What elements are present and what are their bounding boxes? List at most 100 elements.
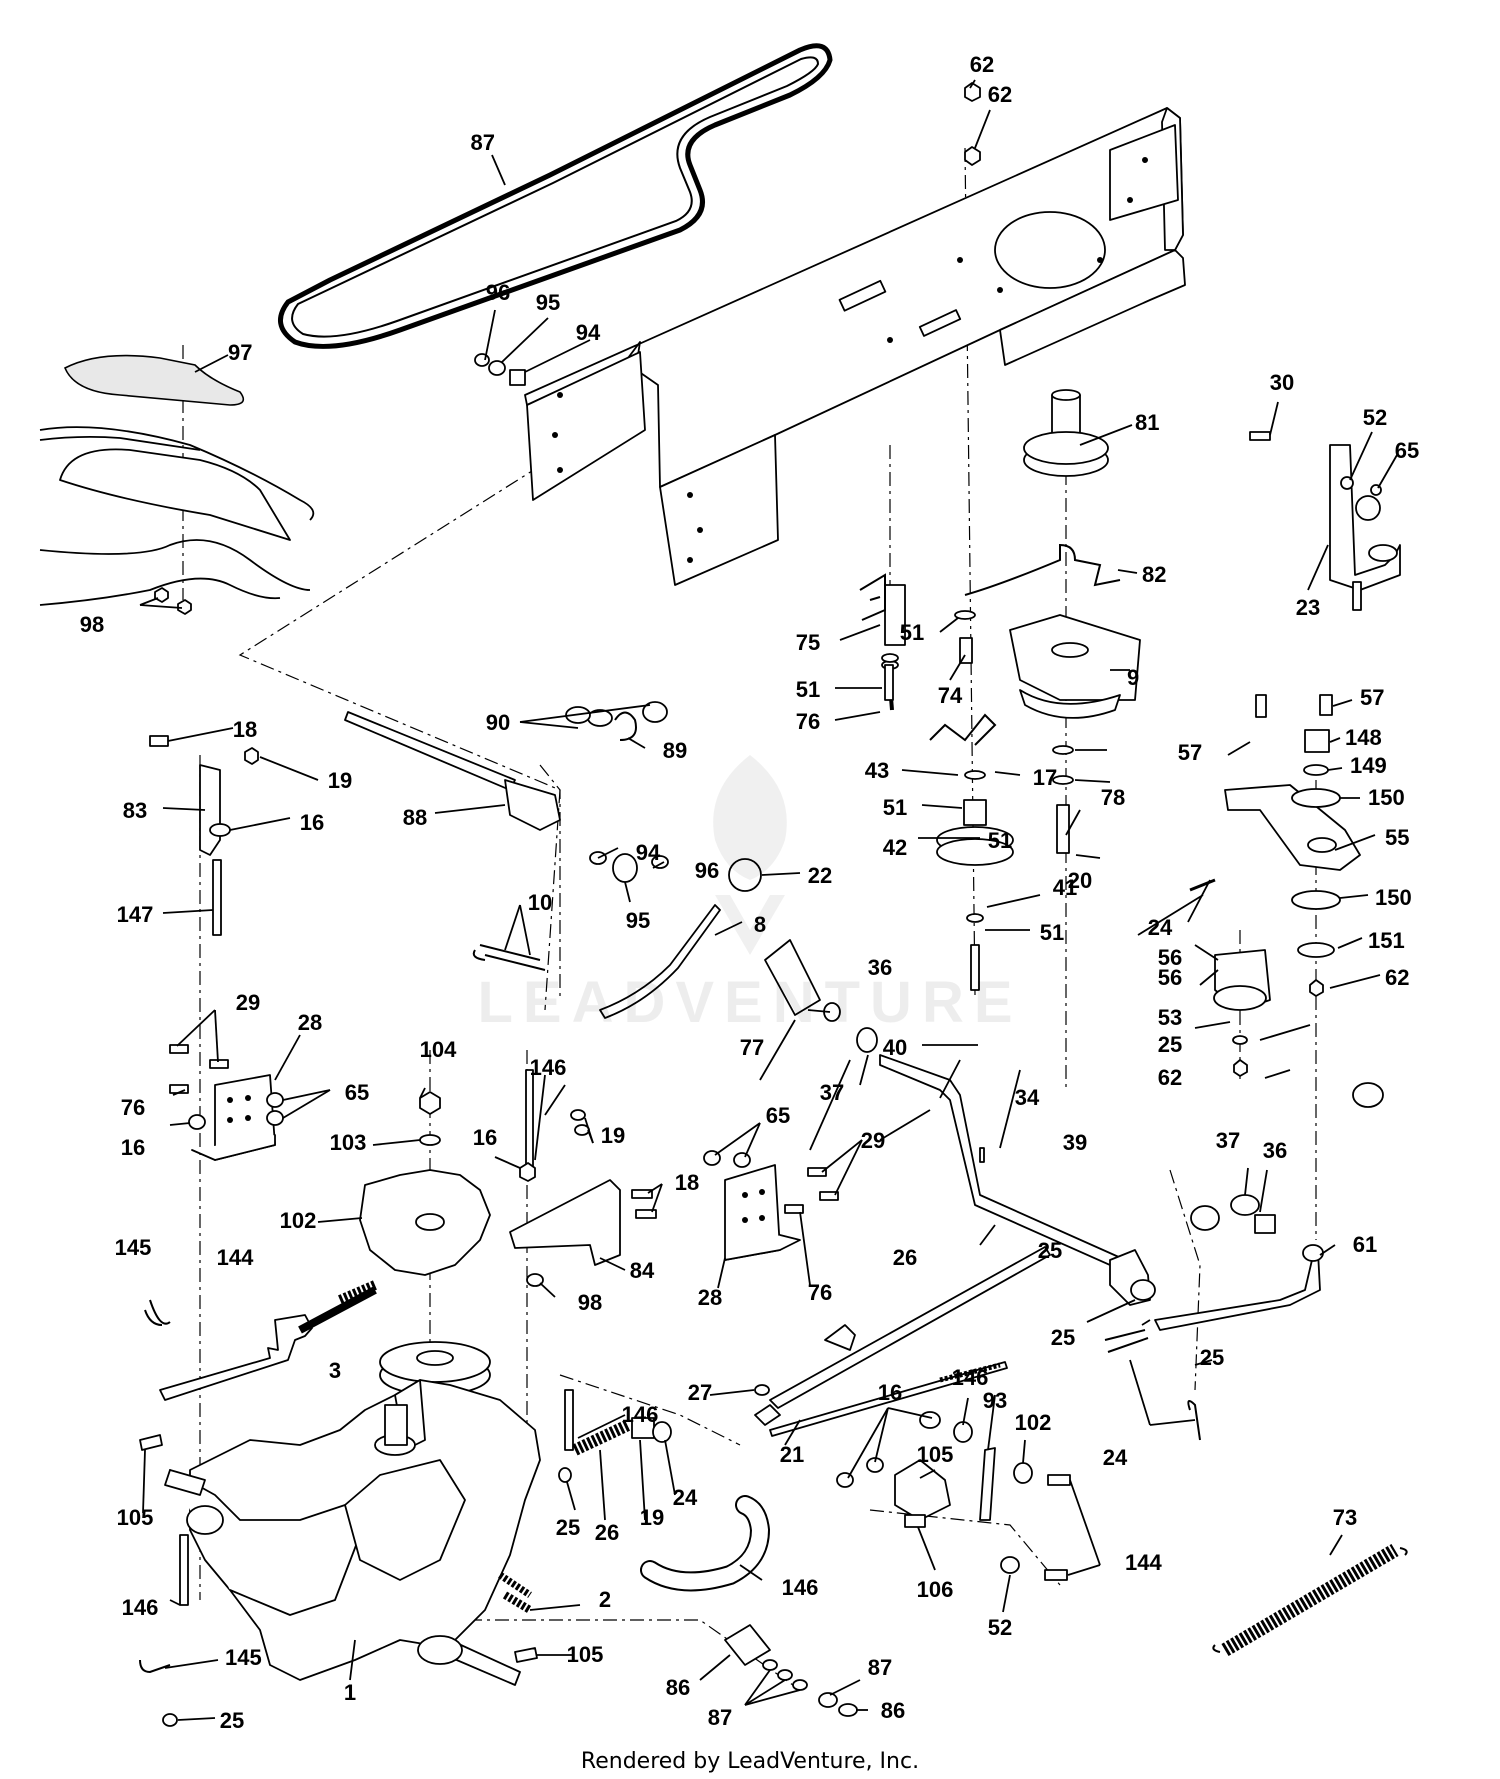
callout-96-top: 145	[115, 1235, 152, 1260]
callout-86-top: 94	[576, 320, 601, 345]
callout-19-left: 19	[328, 768, 352, 793]
callout-106: 144	[1125, 1550, 1162, 1575]
bracket-30-left	[169, 1044, 284, 1161]
callout-43-bottom: 52	[988, 1615, 1012, 1640]
callout-148: 148	[1345, 725, 1382, 750]
callout-20: 20	[1068, 868, 1092, 893]
callout-33: 30	[1270, 370, 1294, 395]
callout-59: 75	[796, 630, 820, 655]
callout-150-a: 150	[1368, 785, 1405, 810]
callout-82: 89	[663, 738, 687, 763]
callout-77-left: 105	[117, 1505, 154, 1530]
callout-61-top: 76	[796, 709, 820, 734]
callout-147: 147	[117, 902, 154, 927]
callout-35-right: 36	[1263, 1138, 1287, 1163]
callout-52-top: 65	[1395, 438, 1419, 463]
leadventure-watermark: LEADVENTURE	[477, 755, 1022, 1035]
callout-32-right: 29	[861, 1128, 885, 1153]
callout-leaders	[139, 79, 1398, 1721]
callout-42-d: 51	[1040, 920, 1064, 945]
callout-75: 87	[708, 1705, 732, 1730]
callout-1: 1	[344, 1680, 356, 1705]
callout-103: 104	[420, 1037, 457, 1062]
callout-98: 98	[578, 1290, 602, 1315]
callout-42-a: 51	[900, 620, 924, 645]
callout-104: 105	[917, 1442, 954, 1467]
watermark-text: LEADVENTURE	[477, 970, 1022, 1035]
callout-50-left: 57	[1178, 740, 1202, 765]
callout-78: 87	[868, 1655, 892, 1680]
drive-belt	[278, 43, 833, 349]
callout-84: 93	[983, 1388, 1007, 1413]
callout-19-mid: 19	[601, 1123, 625, 1148]
callout-42-e: 51	[883, 795, 907, 820]
callout-102: 103	[330, 1130, 367, 1155]
small-hardware	[474, 82, 1384, 1234]
callout-51-idler: 62	[1158, 1065, 1182, 1090]
callout-42-b: 51	[796, 677, 820, 702]
callout-28: 26	[893, 1245, 917, 1270]
transaxle	[139, 1379, 541, 1727]
hairpin-10	[472, 944, 546, 971]
callout-18-left: 18	[233, 717, 257, 742]
callout-81: 88	[403, 805, 427, 830]
callout-48: 55	[1385, 825, 1409, 850]
callout-87-mid: 95	[626, 908, 650, 933]
callout-27-bottom: 24	[1103, 1445, 1128, 1470]
callout-50-right: 57	[1360, 685, 1384, 710]
callout-37: 39	[1063, 1130, 1087, 1155]
clutch-pulley-stack	[881, 389, 1141, 991]
callout-32-left: 29	[236, 990, 260, 1015]
callout-35-mid: 36	[868, 955, 892, 980]
springs	[338, 1280, 1408, 1657]
callout-56: 74	[938, 683, 963, 708]
callout-39: 41	[1053, 875, 1077, 900]
callout-144: 146	[952, 1365, 989, 1390]
fan-and-pulley	[144, 1069, 534, 1401]
callout-88-top: 96	[486, 280, 510, 305]
footer-credit: Rendered by LeadVenture, Inc.	[581, 1749, 919, 1774]
callout-61-left: 76	[121, 1095, 145, 1120]
control-rod-22	[558, 1361, 1008, 1483]
callout-8: 8	[754, 912, 766, 937]
callout-16-bottom: 16	[878, 1380, 902, 1405]
callout-96-bottom: 145	[225, 1645, 262, 1670]
callout-49b: 56	[1158, 965, 1182, 990]
callout-150-b: 150	[1375, 885, 1412, 910]
callout-26-bottom: 25	[556, 1515, 580, 1540]
callout-43-top: 52	[1363, 405, 1387, 430]
callout-151: 151	[1368, 928, 1405, 953]
bracket-30-right	[703, 1150, 839, 1261]
callout-88-mid: 96	[695, 858, 719, 883]
callout-10: 10	[528, 890, 552, 915]
callout-100: 102	[1015, 1410, 1052, 1435]
callout-89: 97	[228, 340, 252, 365]
callout-51-right: 62	[1385, 965, 1409, 990]
bracket-23	[1249, 431, 1401, 611]
callout-26-b: 25	[1200, 1345, 1224, 1370]
callout-66: 82	[1142, 562, 1166, 587]
callout-42-c: 51	[988, 828, 1012, 853]
callout-labels: 87 62 62 96 95 94 97 81 30 52 65 23 82 5…	[80, 52, 1419, 1733]
callout-26-idler: 25	[1158, 1032, 1182, 1057]
hose-93	[640, 1495, 771, 1592]
bracket-73	[509, 1109, 657, 1287]
callout-40: 42	[883, 835, 907, 860]
callout-62: 77	[740, 1035, 764, 1060]
callout-83: 90	[486, 710, 510, 735]
callout-2: 2	[599, 1587, 611, 1612]
callout-9: 9	[1127, 665, 1139, 690]
callout-146: 146	[622, 1402, 659, 1427]
callout-16-left: 16	[300, 810, 324, 835]
callout-19-bottom: 19	[640, 1505, 664, 1530]
callout-30-left: 28	[298, 1010, 322, 1035]
callout-26-trans: 25	[220, 1708, 244, 1733]
callout-73: 84	[630, 1258, 655, 1283]
callout-30-right: 28	[698, 1285, 722, 1310]
callout-27-right: 24	[1148, 915, 1173, 940]
seat-pan	[39, 354, 315, 615]
callout-94: 102	[280, 1208, 317, 1233]
callout-16-mid: 16	[121, 1135, 145, 1160]
callout-47: 53	[1158, 1005, 1182, 1030]
